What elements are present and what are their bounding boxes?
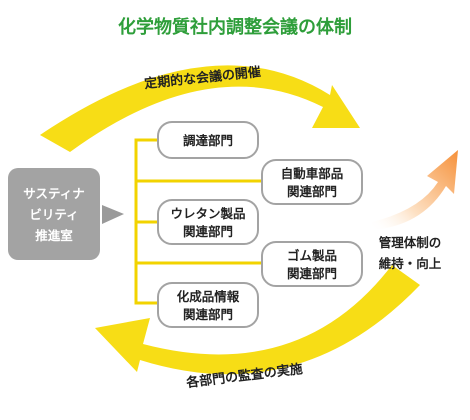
department-label: 関連部門 [183,307,233,322]
department-box-chemicals: 化成品情報 関連部門 [157,282,259,328]
growth-arrow-icon [372,150,458,230]
department-box-procurement: 調達部門 [157,121,259,159]
department-label: 調達部門 [183,133,233,148]
department-label: 化成品情報 [177,289,240,304]
right-triangle-icon [102,205,124,224]
hq-box [8,168,100,260]
hq-label-line3: 推進室 [35,228,73,243]
hq-label-line2: ビリティ [29,207,78,222]
bottom-cycle-arrow [95,265,420,375]
department-label: 自動車部品 [281,166,344,181]
department-label: ゴム製品 [287,248,337,263]
department-label: 関連部門 [183,224,233,239]
department-box-rubber: ゴム製品 関連部門 [261,241,363,287]
department-label: 関連部門 [287,184,337,199]
department-label: 関連部門 [287,266,337,281]
department-box-urethane: ウレタン製品 関連部門 [157,199,259,245]
department-box-auto-parts: 自動車部品 関連部門 [261,159,363,205]
department-label: ウレタン製品 [170,206,245,221]
hq-label-line1: サスティナ [23,186,85,201]
page-title: 化学物質社内調整会議の体制 [118,16,352,38]
result-line1: 管理体制の [379,235,442,250]
department-connectors [134,138,264,305]
top-cycle-arrow [40,65,360,152]
result-line2: 維持・向上 [379,256,442,271]
